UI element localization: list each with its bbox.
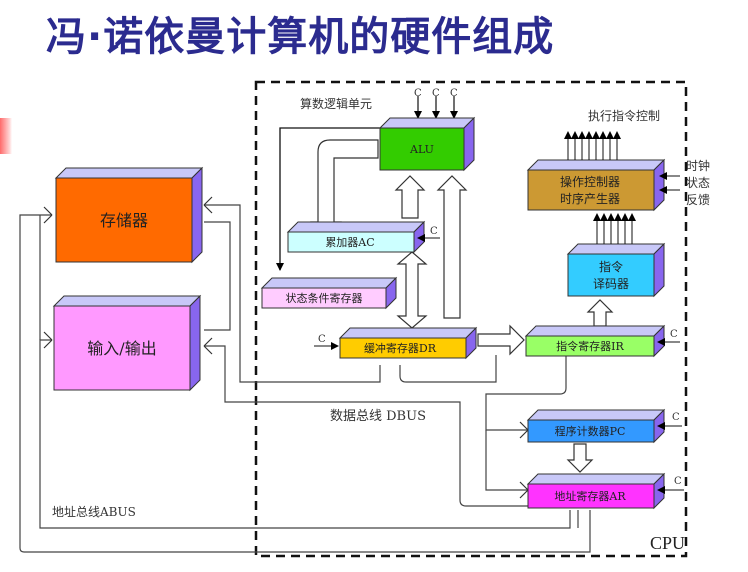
instruction-register-block: 指令寄存器IR [524, 324, 666, 358]
status-register-label: 状态条件寄存器 [286, 291, 363, 305]
data-bus-label: 数据总线 DBUS [330, 409, 426, 424]
instruction-register-label: 指令寄存器IR [556, 339, 624, 353]
pc-c-label: C [672, 412, 680, 423]
dr-to-ir-arrow [477, 324, 525, 356]
program-counter-block: 程序计数器PC [526, 408, 666, 444]
decoder-label-2: 译码器 [593, 277, 629, 291]
accumulator-label: 累加器AC [325, 236, 374, 249]
address-bus-label: 地址总线ABUS [52, 505, 136, 519]
cpu-boundary [254, 80, 688, 558]
alu-block: ALU [378, 116, 476, 172]
bus-arrowheads [43, 196, 529, 499]
pc-to-ar-arrow [566, 443, 594, 473]
alu-c3-label: C [450, 88, 458, 99]
memory-block: 存储器 [54, 166, 204, 264]
clock-label: 时钟 [686, 158, 710, 173]
data-register-label: 缓冲寄存器DR [364, 341, 437, 355]
feedback-label: 反馈 [686, 193, 710, 207]
status-label: 状态 [686, 176, 710, 190]
cpu-label: CPU [650, 533, 685, 553]
control-unit-block: 操作控制器 时序产生器 [526, 158, 666, 212]
control-unit-label-2: 时序产生器 [560, 191, 620, 206]
decorative-tab [0, 118, 12, 154]
alu-label: ALU [409, 143, 434, 156]
decoder-block: 指令 译码器 [566, 242, 666, 298]
data-register-block: 缓冲寄存器DR [338, 326, 478, 360]
execute-control-arrows [564, 131, 621, 160]
address-register-block: 地址寄存器AR [526, 472, 666, 510]
alu-c2-label: C [432, 88, 440, 99]
ir-c-label: C [670, 329, 678, 340]
ir-to-decoder-arrow [586, 299, 614, 327]
ac-to-alu-arrow [394, 175, 426, 219]
dr-c-label: C [318, 334, 326, 345]
decoder-label-1: 指令 [599, 259, 623, 274]
decoder-to-control-arrows [593, 213, 636, 244]
dr-to-alu-arrow [436, 175, 468, 319]
accumulator-block: 累加器AC [286, 220, 426, 254]
bus-lines [19, 204, 591, 553]
alu-to-status-line [276, 127, 380, 271]
alu-c1-label: C [414, 88, 422, 99]
io-label: 输入/输出 [87, 339, 156, 358]
alu-control-signals [414, 96, 458, 119]
io-block: 输入/输出 [52, 294, 202, 392]
control-unit-label-1: 操作控制器 [560, 174, 620, 189]
status-register-block: 状态条件寄存器 [260, 276, 398, 310]
execute-control-label: 执行指令控制 [588, 108, 660, 123]
alu-caption: 算数逻辑单元 [300, 96, 372, 111]
address-register-label: 地址寄存器AR [554, 489, 626, 503]
alu-to-ac-arrow [310, 139, 379, 233]
ar-c-label: C [674, 476, 682, 487]
program-counter-label: 程序计数器PC [555, 424, 626, 438]
memory-label: 存储器 [100, 211, 148, 230]
ac-dr-bidirectional-arrow [396, 251, 428, 329]
ac-c-label: C [430, 226, 438, 237]
page-title: 冯·诺依曼计算机的硬件组成 [46, 14, 555, 60]
